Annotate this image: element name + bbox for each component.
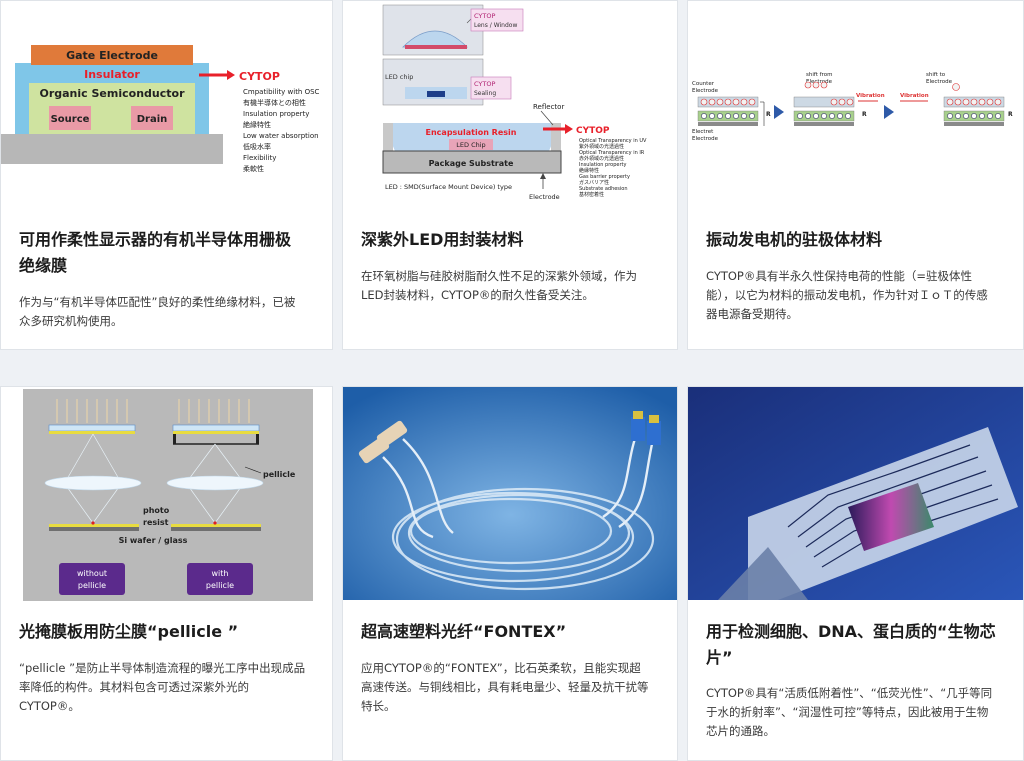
svg-text:Optical Transparency in IR: Optical Transparency in IR <box>579 150 645 156</box>
encapsulation-resin <box>383 123 561 151</box>
card-title[interactable]: 深紫外LED用封装材料 <box>361 230 524 249</box>
card-title[interactable]: 光掩膜板用防尘膜“pellicle ” <box>19 622 239 641</box>
lens-left <box>44 475 142 491</box>
connector-right-1 <box>631 417 645 441</box>
svg-text:pellicle: pellicle <box>206 581 234 590</box>
svg-text:Electrode: Electrode <box>926 79 953 85</box>
without-pellicle-badge <box>59 563 125 595</box>
led-chip-label: LED chip <box>385 73 413 81</box>
connector-left-2 <box>376 420 408 448</box>
drain-block <box>131 106 173 130</box>
substrate-layer <box>1 134 223 164</box>
with-pellicle-badge <box>187 563 253 595</box>
package-substrate <box>382 150 562 174</box>
svg-text:Vibration: Vibration <box>856 93 885 99</box>
svg-text:Cmpatibility with OSC: Cmpatibility with OSC <box>243 88 320 96</box>
source-block <box>49 106 91 130</box>
card-title[interactable]: 用于检测细胞、DNA、蛋白质的“生物芯片” <box>706 622 996 667</box>
svg-text:Counter: Counter <box>692 81 715 87</box>
svg-text:Electrode: Electrode <box>692 136 719 142</box>
svg-text:Substrate adhesion: Substrate adhesion <box>579 186 628 192</box>
card-description: CYTOP®具有“活质低附着性”、“低荧光性”、“几乎等同于水的折射率”、“润湿… <box>706 686 993 738</box>
svg-text:Vibration: Vibration <box>900 93 929 99</box>
card-description: 作为与“有机半导体匹配性”良好的柔性绝缘材料，已被众多研究机构使用。 <box>19 295 296 328</box>
svg-text:Si wafer / glass: Si wafer / glass <box>119 536 188 545</box>
chip-window <box>848 483 934 551</box>
svg-text:Flexibility: Flexibility <box>243 154 276 162</box>
card-organic-semiconductor[interactable]: Gate Electrode Insulator Organic Semicon… <box>0 0 333 350</box>
svg-text:CYTOP: CYTOP <box>576 126 610 136</box>
arrow-icon <box>884 105 894 119</box>
cytop-lens-label: CYTOP <box>474 12 495 20</box>
svg-text:with: with <box>212 569 229 578</box>
svg-text:Insulation property: Insulation property <box>243 110 309 118</box>
svg-text:Optical Transparency in UV: Optical Transparency in UV <box>579 138 647 144</box>
source-label: Source <box>51 114 90 125</box>
card-description: 在环氧树脂与硅胶树脂耐久性不足的深紫外领域，作为LED封装材料，CYTOP®的耐… <box>361 269 637 302</box>
card-description: “pellicle ”是防止半导体制造流程的曝光工序中出现成品率降低的构件。其材… <box>19 661 306 713</box>
svg-text:without: without <box>77 569 107 578</box>
drain-label: Drain <box>137 114 168 125</box>
cytop-label: CYTOP <box>239 70 280 83</box>
svg-text:Electrode: Electrode <box>692 88 719 94</box>
card-biochip[interactable]: 用于检测细胞、DNA、蛋白质的“生物芯片” CYTOP®具有“活质低附着性”、“… <box>687 386 1024 761</box>
svg-text:Insulation property: Insulation property <box>579 162 626 168</box>
svg-text:ガスバリア性: ガスバリア性 <box>579 179 609 186</box>
card-electret[interactable]: Counter Electrode Electret Electrode R s… <box>687 0 1024 350</box>
svg-text:Electrode: Electrode <box>806 79 833 85</box>
svg-text:柔軟性: 柔軟性 <box>243 164 264 173</box>
svg-text:Electret: Electret <box>692 129 714 135</box>
card-title[interactable]: 可用作柔性显示器的有机半导体用栅极绝缘膜 <box>19 230 292 275</box>
tft-diagram: Gate Electrode Insulator Organic Semicon… <box>1 1 332 211</box>
svg-text:shift to: shift to <box>926 72 946 78</box>
card-description: 应用CYTOP®的“FONTEX”，比石英柔软，且能实现超高速传送。与铜线相比，… <box>361 661 649 713</box>
svg-text:赤外領域の光透過性: 赤外領域の光透過性 <box>579 155 624 162</box>
svg-text:Gas barrier property: Gas barrier property <box>579 174 630 180</box>
svg-text:絶縁特性: 絶縁特性 <box>579 167 599 174</box>
pellicle-label: pellicle <box>263 470 296 479</box>
svg-text:pellicle: pellicle <box>78 581 106 590</box>
pellicle-diagram: pellicle photo resist Si wafer / glass w… <box>1 387 332 609</box>
gate-electrode-layer <box>31 45 193 65</box>
svg-text:Low water absorption: Low water absorption <box>243 132 319 140</box>
card-title[interactable]: 振动发电机的驻极体材料 <box>706 230 883 249</box>
card-deep-uv-led[interactable]: CYTOP Lens / Window LED chip CYTOP Seali… <box>342 0 678 350</box>
biochip-photo <box>688 387 1023 600</box>
svg-text:Electrode: Electrode <box>529 193 560 201</box>
insulator-label: Insulator <box>84 68 140 81</box>
vibration-generator-diagram: Counter Electrode Electret Electrode R s… <box>688 1 1023 211</box>
led-caption: LED : SMD(Surface Mount Device) type <box>385 183 512 191</box>
svg-text:絶縁特性: 絶縁特性 <box>243 120 271 129</box>
card-title[interactable]: 超高速塑料光纤“FONTEX” <box>361 622 567 641</box>
reflector-label: Reflector <box>533 103 564 111</box>
svg-text:R: R <box>766 111 771 118</box>
svg-text:LED Chip: LED Chip <box>456 141 485 149</box>
svg-text:有機半導体との相性: 有機半導体との相性 <box>243 98 306 107</box>
svg-text:基材密着性: 基材密着性 <box>579 191 604 198</box>
svg-text:CYTOP: CYTOP <box>474 80 495 88</box>
svg-text:photo: photo <box>143 506 170 515</box>
arrow-icon <box>774 105 784 119</box>
svg-text:R: R <box>862 111 867 118</box>
svg-text:shift from: shift from <box>806 72 832 78</box>
led-diagram: CYTOP Lens / Window LED chip CYTOP Seali… <box>343 1 677 211</box>
card-description: CYTOP®具有半永久性保持电荷的性能（=驻极体性能），以它为材料的振动发电机，… <box>706 269 988 321</box>
svg-text:Encapsulation Resin: Encapsulation Resin <box>426 128 517 137</box>
svg-text:Package Substrate: Package Substrate <box>429 159 514 168</box>
svg-text:resist: resist <box>143 518 169 527</box>
svg-text:紫外領域の光透過性: 紫外領域の光透過性 <box>579 143 624 150</box>
svg-text:Sealing: Sealing <box>474 90 496 97</box>
osc-label: Organic Semiconductor <box>39 87 185 100</box>
lens-right <box>166 475 264 491</box>
svg-text:R: R <box>1008 111 1013 118</box>
gate-label: Gate Electrode <box>66 49 158 62</box>
svg-text:低吸水率: 低吸水率 <box>243 142 271 151</box>
svg-text:Lens / Window: Lens / Window <box>474 22 517 29</box>
optical-fiber-photo <box>343 387 677 600</box>
card-pellicle[interactable]: pellicle photo resist Si wafer / glass w… <box>0 386 333 761</box>
connector-right-2 <box>647 421 661 445</box>
card-fontex[interactable]: 超高速塑料光纤“FONTEX” 应用CYTOP®的“FONTEX”，比石英柔软，… <box>342 386 678 761</box>
